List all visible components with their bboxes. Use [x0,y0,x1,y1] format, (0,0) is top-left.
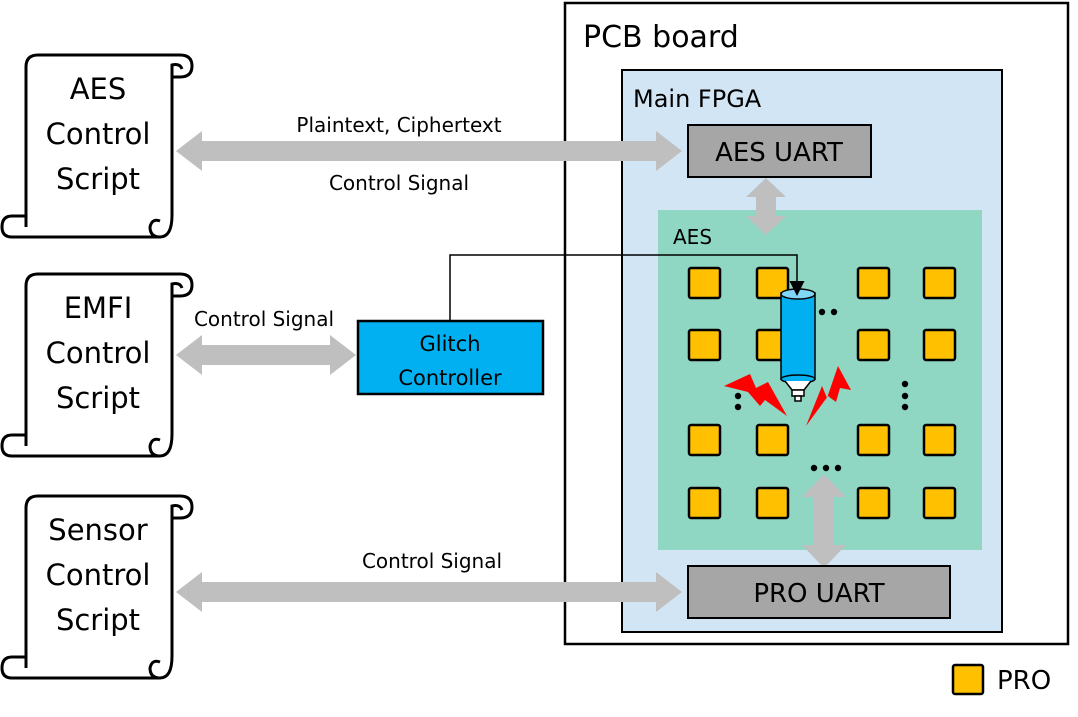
aes-pro-arrow [802,474,846,568]
legend-pro-label: PRO [997,666,1051,696]
probe-wire [449,254,805,322]
script-label-line: Script [56,381,140,415]
legend-pro-swatch [951,663,985,696]
pro-square [687,266,722,300]
ellipsis-dots [734,308,909,472]
aes-block-label: AES [673,225,712,249]
glitch-controller-line-1: Glitch [419,332,480,356]
pro-square [755,266,790,300]
script-label-line: EMFI [64,291,133,325]
pro-square [856,328,891,362]
script-label-line: Script [56,603,140,637]
pro-grid [687,266,957,520]
pro-square [856,423,891,457]
pro-square [856,266,891,300]
pro-uart [687,565,951,619]
uart-aes-arrow [746,178,786,235]
pcb-title: PCB board [583,20,739,55]
script-label-line: Sensor [48,513,147,547]
script-label-line: Control [46,558,151,592]
pro-square [922,423,957,457]
pro-square [755,423,790,457]
script-label-line: Control [46,117,151,151]
pro-square [922,266,957,300]
pro-square [755,486,790,520]
emfi-arrow-label: Control Signal [194,307,334,331]
aes-uart [687,124,872,178]
pro-square [687,328,722,362]
glitch-controller-line-2: Controller [398,366,502,390]
sensor-script-arrow [176,572,682,612]
pro-square [687,486,722,520]
aes-uart-label: AES UART [715,138,843,168]
pro-square [856,486,891,520]
script-label-line: Control [46,336,151,370]
glitch-controller [356,319,545,396]
pro-square [687,423,722,457]
aes-script-arrow [176,131,682,171]
em-probe-icon [780,288,816,402]
pro-square [922,486,957,520]
pro-uart-label: PRO UART [753,579,884,609]
emfi-script-arrow [176,335,356,375]
fpga-title: Main FPGA [633,85,762,113]
pro-square [922,328,957,362]
aes-arrow-bottom-label: Control Signal [329,171,469,195]
aes-arrow-top-label: Plaintext, Ciphertext [296,113,501,137]
script-label-line: Script [56,162,140,196]
spark-left-icon [724,374,787,416]
spark-right-icon [806,366,851,426]
script-label-line: AES [70,72,127,106]
sensor-arrow-label: Control Signal [362,549,502,573]
